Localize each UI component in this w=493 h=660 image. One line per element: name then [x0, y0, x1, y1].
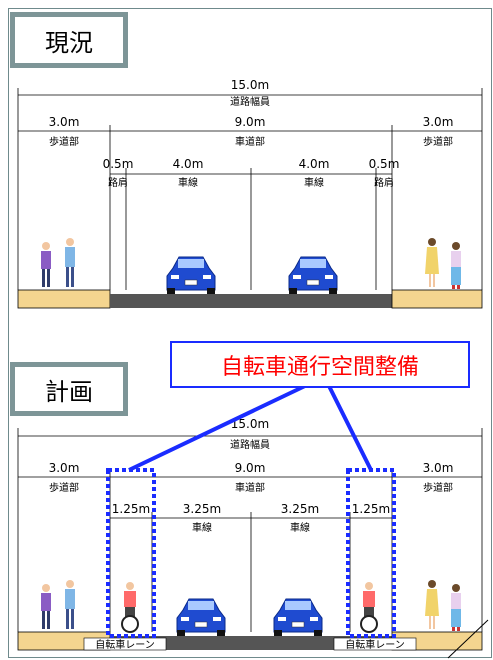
current-road-label: 車道部: [235, 135, 265, 148]
plan-left-walk-width: 3.0m: [49, 461, 80, 475]
pedestrian-icon: [65, 580, 75, 629]
diagram-frame: [8, 8, 492, 658]
pedestrian-icon: [41, 242, 51, 287]
pedestrian-icon: [65, 238, 75, 287]
plan-tag: 計画: [10, 362, 128, 416]
car-icon: [166, 256, 216, 295]
plan-total-width: 15.0m: [231, 417, 269, 431]
pedestrian-icon: [451, 242, 461, 289]
plan-total-label: 道路幅員: [230, 438, 270, 451]
current-tag: 現況: [10, 12, 128, 68]
current-left-walk-label: 歩道部: [49, 135, 79, 148]
plan-lane-l-label: 車線: [192, 521, 212, 534]
plan-road-label: 車道部: [235, 481, 265, 494]
callout-line-left: [128, 384, 306, 472]
plan-bike-l-label: 自転車レーン: [95, 638, 155, 651]
plan-lane-r-label: 車線: [290, 521, 310, 534]
pedestrian-icon: [451, 584, 461, 631]
current-lane-l-label: 車線: [178, 176, 198, 189]
plan-roadway: [110, 636, 392, 650]
car-icon: [176, 598, 226, 637]
pedestrian-icon: [425, 238, 439, 287]
plan-right-walk-label: 歩道部: [423, 481, 453, 494]
pedestrian-icon: [41, 584, 51, 629]
plan-section: 15.0m 道路幅員 3.0m 歩道部 9.0m 車道部 3.0m 歩道部 1.…: [17, 384, 489, 659]
current-roadway: [110, 294, 392, 308]
current-lane-l-width: 4.0m: [173, 157, 204, 171]
current-road-width: 9.0m: [235, 115, 266, 129]
cyclist-icon: [121, 581, 139, 633]
plan-lane-r-width: 3.25m: [281, 502, 319, 516]
plan-left-walk-label: 歩道部: [49, 481, 79, 494]
plan-right-walk-width: 3.0m: [423, 461, 454, 475]
current-shoulder-l-label: 路肩: [108, 176, 128, 189]
plan-bike-r-label: 自転車レーン: [345, 638, 405, 651]
current-section: 15.0m 道路幅員 3.0m 歩道部 9.0m 車道部 3.0m 歩道部 0.…: [17, 78, 483, 309]
current-shoulder-r-label: 路肩: [374, 176, 394, 189]
car-icon: [273, 598, 323, 637]
plan-lane-l-width: 3.25m: [183, 502, 221, 516]
current-lane-r-label: 車線: [304, 176, 324, 189]
plan-bike-r-width: 1.25m: [352, 502, 390, 516]
callout-label: 自転車通行空間整備: [170, 341, 470, 388]
current-shoulder-r-width: 0.5m: [369, 157, 400, 171]
cyclist-icon: [360, 581, 378, 633]
current-lane-r-width: 4.0m: [299, 157, 330, 171]
plan-road-width: 9.0m: [235, 461, 266, 475]
current-shoulder-l-width: 0.5m: [103, 157, 134, 171]
plan-bike-l-width: 1.25m: [112, 502, 150, 516]
current-left-walk-width: 3.0m: [49, 115, 80, 129]
current-left-sidewalk: [17, 289, 111, 309]
current-total-width: 15.0m: [231, 78, 269, 92]
car-icon: [288, 256, 338, 295]
current-right-sidewalk: [391, 289, 483, 309]
current-right-walk-width: 3.0m: [423, 115, 454, 129]
current-right-walk-label: 歩道部: [423, 135, 453, 148]
pedestrian-icon: [425, 580, 439, 629]
callout-line-right: [327, 385, 373, 471]
current-total-label: 道路幅員: [230, 95, 270, 108]
